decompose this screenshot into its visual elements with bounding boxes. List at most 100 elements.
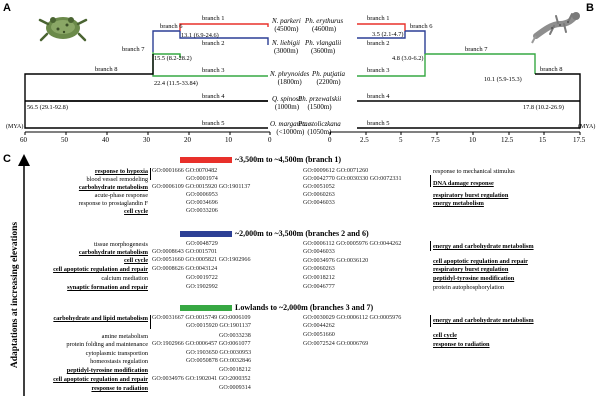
left-taxon-2: N. liebigii(3000m) <box>272 39 300 55</box>
section-1-header: ~3,500m to ~4,500m (branch 1) <box>235 155 342 164</box>
term: blood vessel remodeling <box>86 176 148 183</box>
left-tree <box>24 23 270 133</box>
left-label-branch-3: branch 3 <box>202 67 225 74</box>
go-ids: GO:0051052 <box>303 184 335 190</box>
go-ids: GO:0009314 <box>219 385 251 391</box>
term: energy and carbohydrate metabolism <box>433 317 534 324</box>
panel-label-a: A <box>3 2 11 14</box>
term: response to hypoxia <box>94 168 148 175</box>
go-ids: GO:0015920 GO:1901137 <box>186 323 251 329</box>
right-tick-label: 2.5 <box>360 136 369 144</box>
go-ids: GO:0060263 <box>303 192 335 198</box>
left-tick-label: 30 <box>143 136 150 144</box>
go-ids: GO:0072524 GO:0006769 <box>303 341 369 347</box>
term: amine metabolism <box>101 333 148 340</box>
right-taxon-4: Ph. przewalskii(1500m) <box>298 95 342 111</box>
term: protein folding and maintenance <box>66 341 148 348</box>
term: response to mechanical stimulus <box>433 168 515 175</box>
right-label-branch-3: branch 3 <box>367 67 390 74</box>
term: protein autophosphorylation <box>433 284 505 291</box>
left-node-age-4: 56.5 (29.1-92.8) <box>27 104 68 111</box>
right-label-branch-1: branch 1 <box>367 15 390 22</box>
elevation-arrow <box>18 154 30 396</box>
go-ids: GO:0034976 GO:1902041 GO:2000352 <box>152 376 251 382</box>
right-label-branch-6: branch 6 <box>410 23 433 30</box>
left-label-branch-4: branch 4 <box>202 93 225 100</box>
right-node-age-1: 3.5 (2.1-4.7) <box>372 31 404 38</box>
right-tick-label: 17.5 <box>573 136 586 144</box>
go-ids: GO:0033238 <box>219 333 251 339</box>
go-ids: GO:0031667 GO:0015749 GO:0006109 <box>152 315 251 321</box>
go-ids: GO:0060263 <box>303 266 335 272</box>
right-label-branch-4: branch 4 <box>367 93 390 100</box>
go-ids: GO:0042770 GO:0030330 GO:0072331 <box>303 176 402 182</box>
go-ids: GO:1902966 GO:0006457 GO:0061077 <box>152 341 251 347</box>
left-node-age-2: 15.5 (8.2-28.2) <box>154 55 192 62</box>
go-ids: GO:0006109 GO:0015920 GO:1901137 <box>152 184 251 190</box>
go-ids: GO:0001974 <box>186 176 218 182</box>
left-label-branch-5: branch 5 <box>202 120 225 127</box>
section-2-header: ~2,000m to ~3,500m (branches 2 and 6) <box>235 229 369 238</box>
go-ids: GO:0051660 <box>303 332 335 338</box>
go-ids: GO:0046777 <box>303 284 335 290</box>
right-branch-3 <box>357 54 426 77</box>
term: cell apoptotic regulation and repair <box>433 258 528 265</box>
go-ids: GO:0019722 <box>186 275 218 281</box>
left-taxon-4: Q. spinosa(1000m) <box>272 95 302 111</box>
left-taxon-5: O. margaretae(<1000m) <box>270 120 311 136</box>
left-taxon-1: N. parkeri(4500m) <box>272 17 301 33</box>
term: acute-phase response <box>94 192 148 199</box>
go-ids: GO:0048729 <box>186 241 218 247</box>
left-tick-label: 40 <box>102 136 109 144</box>
go-ids: GO:0018212 <box>219 367 251 373</box>
right-taxon-5: Pa. stoliczkana(1050m) <box>298 120 341 136</box>
left-node-age-1: 13.1 (6.9-24.6) <box>181 32 219 39</box>
left-label-branch-6: branch 6 <box>160 23 183 30</box>
right-branch-8 <box>535 73 581 101</box>
right-tick-label: 0 <box>328 136 332 144</box>
term: carbohydrate metabolism <box>78 184 148 191</box>
go-ids: GO:0009612 GO:0071260 <box>303 168 369 174</box>
right-tree <box>330 23 581 133</box>
right-branch-5 <box>357 101 581 129</box>
go-ids: GO:0030029 GO:0006112 GO:0005976 <box>303 315 402 321</box>
term: respiratory burst regulation <box>433 266 509 273</box>
right-tick-label: 15 <box>539 136 546 144</box>
right-taxon-3: Ph. putjatia(2200m) <box>312 70 346 86</box>
section-3-right-divider <box>430 315 431 327</box>
right-node-age-4: 17.8 (10.2-26.9) <box>523 104 564 111</box>
left-label-branch-8: branch 8 <box>95 66 118 73</box>
term: cell cycle <box>433 332 457 339</box>
left-tick-label: 10 <box>225 136 232 144</box>
right-branch-6 <box>405 30 426 54</box>
term: energy and carbohydrate metabolism <box>433 243 534 250</box>
right-taxon-2: Ph. vlangalii(3600m) <box>305 39 342 55</box>
section-1-left-divider <box>150 168 151 180</box>
section-3-color-bar <box>180 305 232 311</box>
term: carbohydrate and lipid metabolism <box>53 315 148 322</box>
term: response to radiation <box>91 385 148 392</box>
term: homeostasis regulation <box>90 358 148 365</box>
go-ids: GO:0008643 GO:0015701 <box>152 249 218 255</box>
term: calcium mediation <box>101 275 148 282</box>
phylogenetic-trees <box>24 23 581 135</box>
left-tick-label: 60 <box>20 136 27 144</box>
right-taxon-1: Ph. erythurus(4600m) <box>305 17 344 33</box>
right-branch-1 <box>357 23 406 31</box>
go-ids: GO:0034696 <box>186 200 218 206</box>
left-tick-label: 20 <box>184 136 191 144</box>
lizard-illustration <box>531 12 580 44</box>
section-1-color-bar <box>180 157 232 163</box>
go-ids: GO:1903650 GO:0030953 <box>186 350 252 356</box>
term: cytoplasmic transportion <box>85 350 148 357</box>
go-ids: GO:1902992 <box>186 284 218 290</box>
right-tick-label: 7.5 <box>431 136 440 144</box>
left-branch-8 <box>24 54 154 101</box>
right-branch-2 <box>357 31 406 39</box>
right-label-branch-2: branch 2 <box>367 40 390 47</box>
go-ids: GO:0034976 GO:0036120 <box>303 258 369 264</box>
left-label-branch-7: branch 7 <box>122 46 145 53</box>
section-3-header: Lowlands to ~2,000m (branches 3 and 7) <box>235 303 374 312</box>
section-3-left-divider <box>150 315 151 329</box>
term: cell apoptotic regulation and repair <box>53 266 148 273</box>
